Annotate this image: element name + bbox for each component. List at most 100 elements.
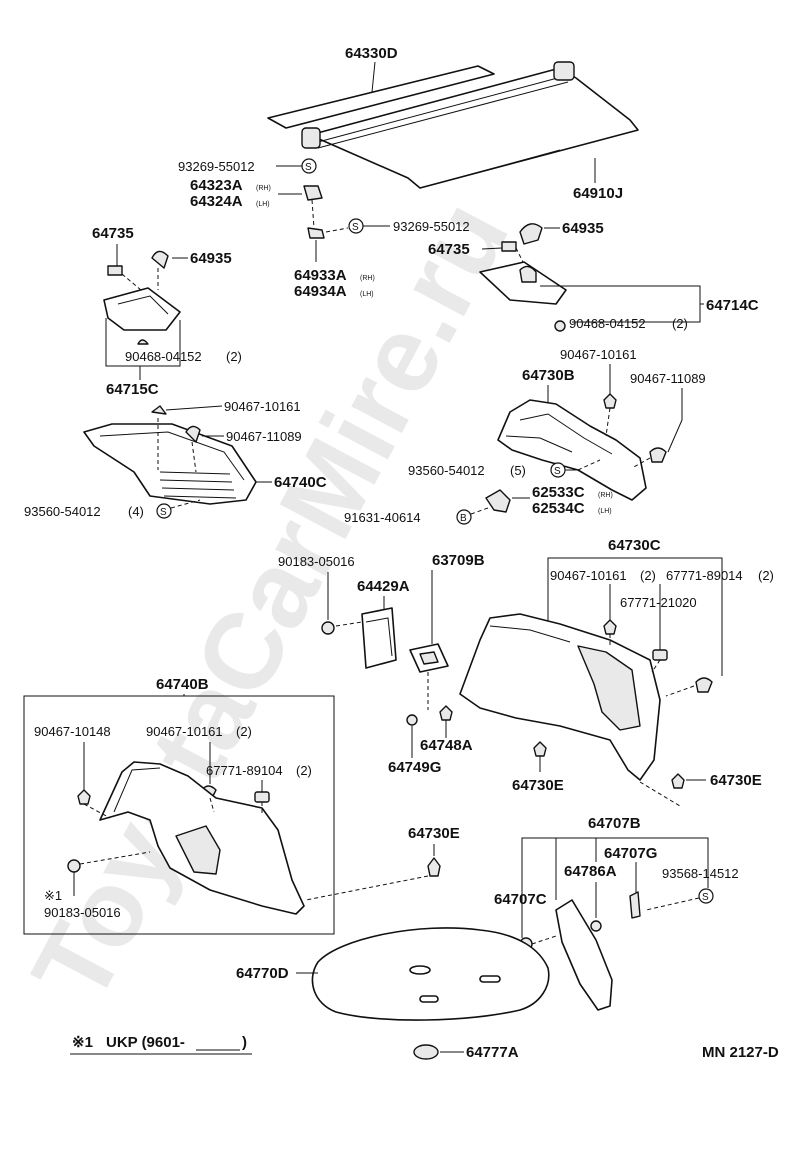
part-62533C-label: 62533C xyxy=(532,484,585,501)
svg-text:(2): (2) xyxy=(672,316,688,331)
slot-icon xyxy=(479,975,501,983)
note-mark-90183: ※1 xyxy=(44,888,62,903)
svg-text:(2): (2) xyxy=(640,568,656,583)
part-93560-54012-right-label: 93560-54012 xyxy=(408,463,485,478)
floor-board-64770D xyxy=(311,927,550,1021)
part-64786A-label: 64786A xyxy=(564,863,617,880)
part-91631-40614-label: 91631-40614 xyxy=(344,510,421,525)
part-64933A-label: 64933A xyxy=(294,267,347,284)
drawing-code: MN 2127-D xyxy=(702,1044,779,1061)
part-90183-05016-lower-label: 90183-05016 xyxy=(44,905,121,920)
clip-icon xyxy=(185,425,201,443)
part-64730E-c-label: 64730E xyxy=(408,825,460,842)
trim-opening xyxy=(577,645,641,731)
svg-text:(2): (2) xyxy=(758,568,774,583)
part-64324A-label: 64324A xyxy=(190,193,243,210)
part-93269-55012-lower-label: 93269-55012 xyxy=(393,219,470,234)
svg-text:S: S xyxy=(160,507,167,518)
clip-icon xyxy=(603,393,617,409)
clip-icon xyxy=(427,857,441,877)
part-63709B-label: 63709B xyxy=(432,552,485,569)
cap-icon xyxy=(151,250,169,269)
side-trim-64740C xyxy=(83,423,257,505)
svg-text:(RH): (RH) xyxy=(256,185,271,192)
part-64748A-label: 64748A xyxy=(420,737,473,754)
plug-icon xyxy=(413,1044,439,1060)
clip-icon xyxy=(137,339,149,345)
footnote-mark: ※1 xyxy=(72,1034,93,1051)
part-64707G-label: 64707G xyxy=(604,845,657,862)
bracket-icon xyxy=(303,185,323,201)
part-90467-10161-right-label: 90467-10161 xyxy=(560,347,637,362)
clip-icon xyxy=(652,649,668,661)
svg-text:B: B xyxy=(460,513,467,524)
part-90467-11089-right-label: 90467-11089 xyxy=(630,371,706,386)
part-93568-14512-label: 93568-14512 xyxy=(662,866,739,881)
part-67771-89014-label: 67771-89014 xyxy=(666,568,743,583)
svg-text:(RH): (RH) xyxy=(598,492,613,499)
part-64749G-label: 64749G xyxy=(388,759,441,776)
part-90467-11089-left-label: 90467-11089 xyxy=(226,429,302,444)
svg-text:(2): (2) xyxy=(296,763,312,778)
part-64735-left-label: 64735 xyxy=(92,225,134,242)
nut-icon xyxy=(67,859,81,873)
svg-text:S: S xyxy=(352,222,359,233)
part-64323A-label: 64323A xyxy=(190,177,243,194)
part-64935-left-label: 64935 xyxy=(190,250,232,267)
svg-text:(RH): (RH) xyxy=(360,275,375,282)
s-symbol-icon xyxy=(301,158,317,174)
clip-icon xyxy=(603,619,617,635)
bracket-64715C xyxy=(103,287,181,331)
bracket-64714C xyxy=(479,261,567,305)
clip-icon xyxy=(254,791,270,803)
svg-text:(5): (5) xyxy=(510,463,526,478)
svg-text:(2): (2) xyxy=(226,349,242,364)
footnote-text: UKP (9601- xyxy=(106,1034,185,1051)
svg-text:(LH): (LH) xyxy=(598,508,612,515)
group-64740B-label: 64740B xyxy=(156,676,209,693)
part-64730B-label: 64730B xyxy=(522,367,575,384)
svg-text:S: S xyxy=(305,162,312,173)
part-90468-04152-right-label: 90468-04152 xyxy=(569,316,646,331)
part-64730C-label: 64730C xyxy=(608,537,661,554)
part-90183-05016-upper-label: 90183-05016 xyxy=(278,554,355,569)
part-64935-right-label: 64935 xyxy=(562,220,604,237)
clip-icon xyxy=(533,741,547,757)
b-symbol-icon xyxy=(456,509,472,525)
part-64429A xyxy=(361,607,397,669)
clip-icon xyxy=(77,789,91,805)
part-64714C-label: 64714C xyxy=(706,297,759,314)
clip-icon xyxy=(554,320,566,332)
clip-icon xyxy=(501,241,517,252)
part-64330D-label: 64330D xyxy=(345,45,398,62)
clip-icon xyxy=(107,265,123,276)
clip-icon xyxy=(671,773,685,789)
part-90468-04152-left-label: 90468-04152 xyxy=(125,349,202,364)
clip-icon xyxy=(151,405,167,415)
cover-64707B xyxy=(555,899,613,1011)
s-symbol-icon xyxy=(156,503,172,519)
part-64730E-a-label: 64730E xyxy=(512,777,564,794)
part-64715C-label: 64715C xyxy=(106,381,159,398)
part-64910J-label: 64910J xyxy=(573,185,623,202)
part-64740C-label: 64740C xyxy=(274,474,327,491)
part-64777A-label: 64777A xyxy=(466,1044,519,1061)
svg-text:(2): (2) xyxy=(236,724,252,739)
part-67771-21020-label: 67771-21020 xyxy=(620,595,697,610)
s-symbol-icon xyxy=(698,888,714,904)
part-90467-10148-label: 90467-10148 xyxy=(34,724,111,739)
part-64707B-label: 64707B xyxy=(588,815,641,832)
part-90467-10161-b-label: 90467-10161 xyxy=(146,724,223,739)
slot-icon xyxy=(419,995,439,1003)
svg-text:(LH): (LH) xyxy=(256,201,270,208)
part-67771-89104-label: 67771-89104 xyxy=(206,763,283,778)
part-64770D-label: 64770D xyxy=(236,965,289,982)
svg-text:(4): (4) xyxy=(128,504,144,519)
part-90467-10161-left-label: 90467-10161 xyxy=(224,399,301,414)
grille-slots xyxy=(159,471,237,499)
clip-icon xyxy=(695,677,713,693)
side-trim-64730B xyxy=(497,399,647,501)
part-62534C-label: 62534C xyxy=(532,500,585,517)
clip-icon xyxy=(439,705,453,721)
